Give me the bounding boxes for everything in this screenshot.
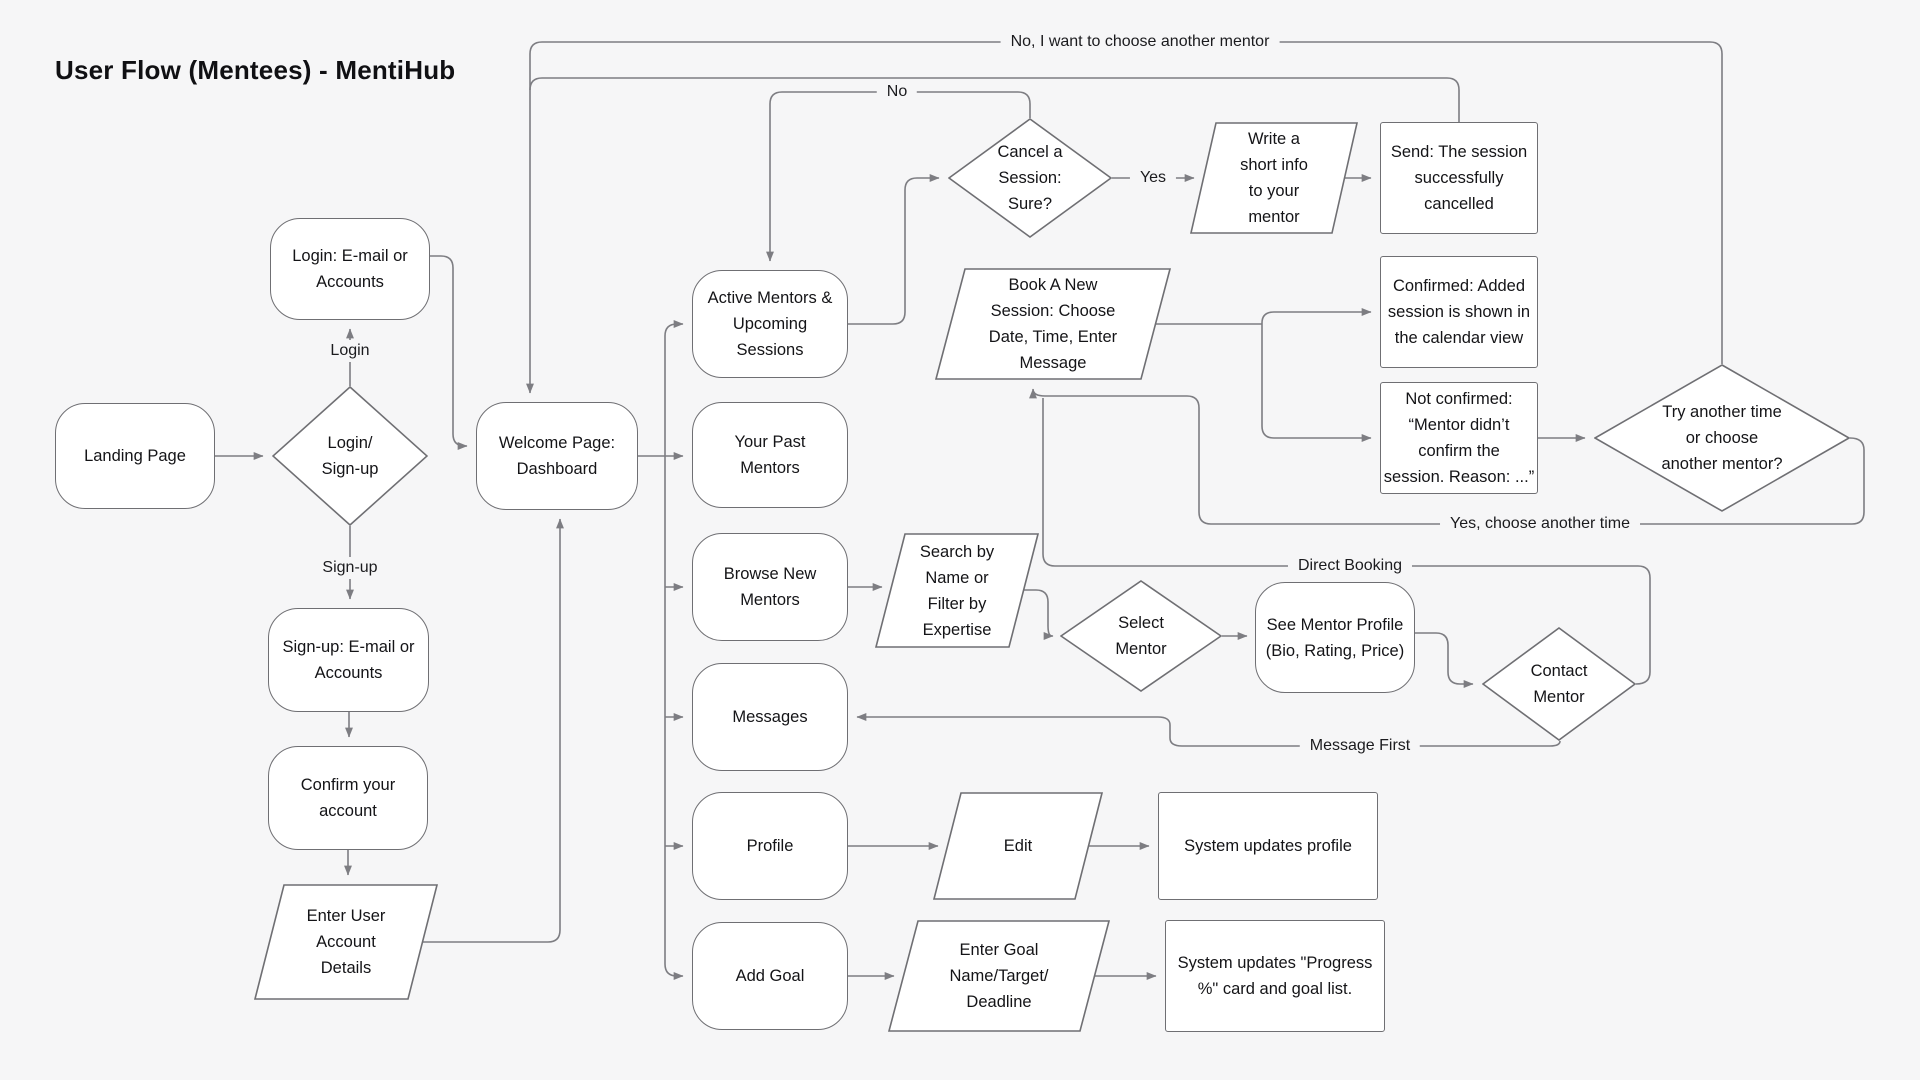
node-contact-mentor-decision: Contact Mentor [1482,627,1636,741]
edge-junction-notconfirmed [1261,324,1372,442]
node-search-filter: Search by Name or Filter by Expertise [875,533,1039,648]
edge-label-login: Login [320,340,380,362]
node-landing-page: Landing Page [55,403,215,509]
node-messages: Messages [692,663,848,771]
node-select-mentor-decision: Select Mentor [1060,580,1222,692]
edge-enteruser-welcome [423,518,564,943]
edge-junction-confirmed [1261,308,1372,324]
node-try-another-decision: Try another time or choose another mento… [1594,364,1850,512]
parallelogram-shape [254,884,438,1000]
diagram-title: User Flow (Mentees) - MentiHub [55,55,456,85]
edge-label-signup: Sign-up [312,557,388,579]
node-edit-profile-input: Edit [933,792,1103,900]
edge-label-message-first: Message First [1299,735,1421,757]
edge-search-select [1024,589,1054,640]
node-not-confirmed: Not confirmed: “Mentor didn’t confirm th… [1380,382,1538,494]
edge-label-yes: Yes [1129,167,1177,189]
edge-active-cancel [848,174,940,325]
edge-see-contact [1415,632,1474,688]
diamond-shape [1594,364,1850,512]
parallelogram-shape [888,920,1110,1032]
node-system-updates-progress: System updates "Progress %" card and goa… [1165,920,1385,1032]
node-cancel-session-decision: Cancel a Session: Sure? [948,118,1112,238]
parallelogram-shape [1190,122,1358,234]
edge-label-direct-booking: Direct Booking [1287,555,1413,577]
node-enter-user-details: Enter User Account Details [254,884,438,1000]
node-browse-mentors: Browse New Mentors [692,533,848,641]
diamond-shape [1060,580,1222,692]
edge-send-welcome-return [529,77,1460,122]
node-add-goal: Add Goal [692,922,848,1030]
edge-login-welcome [430,255,468,450]
diamond-shape [948,118,1112,238]
edge-label-no-choose-another-mentor: No, I want to choose another mentor [1000,31,1280,53]
node-active-mentors: Active Mentors & Upcoming Sessions [692,270,848,378]
node-see-mentor-profile: See Mentor Profile (Bio, Rating, Price) [1255,582,1415,693]
node-welcome-dashboard: Welcome Page: Dashboard [476,402,638,510]
node-signup-email: Sign-up: E-mail or Accounts [268,608,429,712]
node-confirm-account: Confirm your account [268,746,428,850]
node-login-email: Login: E-mail or Accounts [270,218,430,320]
parallelogram-shape [933,792,1103,900]
node-confirmed-session: Confirmed: Added session is shown in the… [1380,256,1538,368]
edge-trunk-active [664,320,684,456]
node-profile: Profile [692,792,848,900]
node-send-cancelled: Send: The session successfully cancelled [1380,122,1538,234]
parallelogram-shape [875,533,1039,648]
edge-label-yes-choose-another-time: Yes, choose another time [1440,513,1640,535]
node-book-new-session: Book A New Session: Choose Date, Time, E… [935,268,1171,380]
node-enter-goal-input: Enter Goal Name/Target/ Deadline [888,920,1110,1032]
diamond-shape [272,386,428,526]
edge-contact-book-direct [1042,398,1651,685]
edge-try-book-yeschoose [1029,388,1865,525]
node-past-mentors: Your Past Mentors [692,402,848,508]
node-write-short-info: Write a short info to your mentor [1190,122,1358,234]
diamond-shape [1482,627,1636,741]
edge-label-no: No [876,81,918,103]
parallelogram-shape [935,268,1171,380]
node-login-signup-decision: Login/ Sign-up [272,386,428,526]
edge-contact-messages-first [856,713,1561,747]
node-system-updates-profile: System updates profile [1158,792,1378,900]
edge-trunk-addgoal [664,456,684,980]
